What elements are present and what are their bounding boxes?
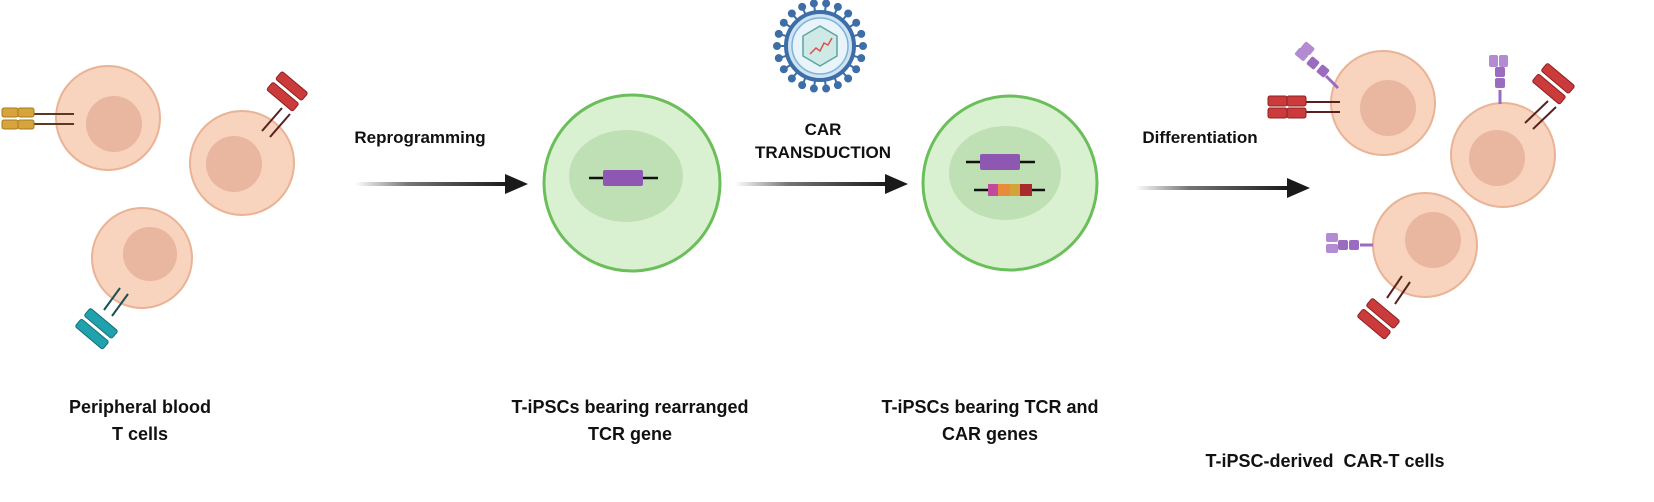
car-t-cell (1267, 41, 1436, 156)
arrow-reprogramming (355, 174, 528, 194)
arrow-differentiation (1135, 178, 1310, 198)
caption-tipsc-tcr: T-iPSCs bearing rearranged TCR gene (511, 397, 749, 444)
car-t-cells (1267, 41, 1575, 340)
caption-peripheral-t-cells: Peripheral blood T cells (68, 397, 212, 444)
peripheral-t-cells (1, 65, 308, 350)
car-gene (974, 184, 1045, 196)
tcr-receptor-gold (1, 107, 74, 130)
tcr-gene (589, 170, 658, 186)
tcr-receptor-red (1524, 63, 1575, 130)
workflow-diagram (1, 0, 1575, 350)
step-label-car-transduction: CAR TRANSDUCTION (755, 120, 891, 162)
car-receptor (1326, 233, 1373, 253)
step-label-reprogramming: Reprogramming (354, 128, 486, 147)
tcr-gene (966, 154, 1035, 170)
virus-icon (773, 0, 867, 93)
caption-car-t-cells: T-iPSC-derived CAR-T cells (1205, 451, 1445, 471)
car-t-cell (1450, 55, 1575, 208)
arrow-car-transduction (735, 174, 908, 194)
caption-tipsc-car: T-iPSCs bearing TCR and CAR genes (881, 397, 1099, 444)
tcr-receptor-teal (75, 287, 129, 350)
t-cell (189, 71, 308, 216)
tipsc-cell-tcr (542, 93, 722, 273)
tcr-receptor-red (1357, 275, 1411, 340)
car-receptor (1295, 41, 1340, 90)
t-cell (1, 65, 161, 171)
t-cell (75, 207, 193, 350)
step-label-differentiation: Differentiation (1142, 128, 1258, 147)
car-t-cell (1326, 192, 1478, 340)
tcr-receptor-red (261, 71, 308, 138)
tcr-receptor-red (1267, 95, 1340, 119)
car-receptor (1489, 55, 1508, 104)
tipsc-cell-car (921, 94, 1099, 272)
